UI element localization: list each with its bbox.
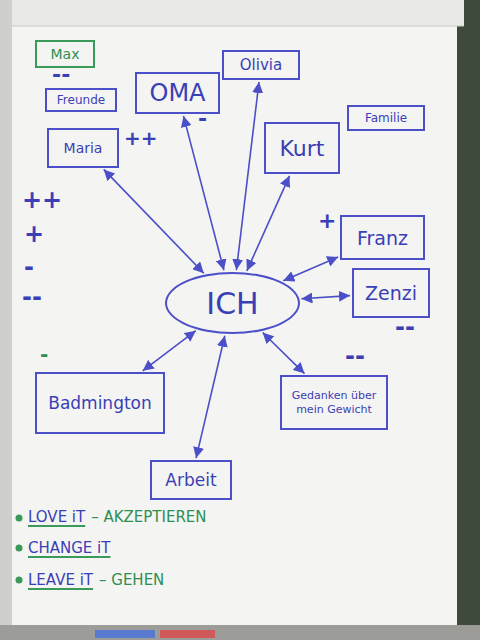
- sheet-edge: [12, 26, 464, 27]
- node-text: Arbeit: [165, 470, 216, 490]
- marker: [160, 630, 215, 638]
- connector-arrow: [184, 116, 224, 270]
- mindmap-box: Badmington: [35, 372, 165, 434]
- node-text: Gedanken über mein Gewicht: [289, 389, 379, 417]
- rating-mark: --: [22, 285, 42, 309]
- connector-arrow: [196, 336, 225, 458]
- node-text: Franz: [357, 227, 408, 249]
- node-text: Zenzi: [365, 282, 417, 304]
- rating-mark: --: [395, 315, 415, 339]
- connector-arrow: [247, 176, 290, 271]
- motto-text: CHANGE iT: [28, 539, 110, 557]
- folded-sheets: [12, 0, 464, 26]
- bullet-dot: [16, 545, 23, 552]
- connector-arrow: [143, 331, 196, 371]
- node-text: Familie: [365, 111, 407, 125]
- node-text: Freunde: [57, 93, 105, 107]
- text-row: LOVE iT – AKZEPTIEREN: [28, 508, 207, 526]
- motto-text: – AKZEPTIEREN: [91, 508, 206, 526]
- motto-text: – GEHEN: [99, 571, 164, 589]
- node-text: Maria: [64, 140, 103, 156]
- connector-arrow: [263, 333, 305, 374]
- mindmap-box: Kurt: [264, 122, 340, 174]
- rating-mark: +: [318, 210, 336, 232]
- connector-arrow: [236, 82, 259, 270]
- node-text: OMA: [149, 79, 205, 107]
- easel-tray: [0, 625, 480, 640]
- node-text: Max: [51, 46, 80, 62]
- paper-sheet: [12, 0, 457, 625]
- motto-text: LEAVE iT: [28, 571, 93, 589]
- bullet-dot: [16, 577, 23, 584]
- center-ellipse: ICH: [165, 272, 300, 334]
- mindmap-box: Freunde: [45, 88, 117, 112]
- text-row: CHANGE iT: [28, 539, 110, 557]
- mindmap-box: Franz: [340, 215, 425, 260]
- text-row: LEAVE iT – GEHEN: [28, 571, 164, 589]
- mindmap-box: Gedanken über mein Gewicht: [280, 375, 388, 430]
- rating-mark: --: [345, 344, 365, 368]
- rating-mark: --: [52, 64, 70, 86]
- mindmap-box: Olivia: [222, 50, 300, 80]
- mindmap-box: Familie: [347, 105, 425, 131]
- node-text: Olivia: [240, 56, 282, 74]
- rating-mark: -: [24, 255, 34, 279]
- rating-mark: ++: [22, 188, 62, 212]
- node-text: Kurt: [280, 136, 325, 161]
- marker: [95, 630, 155, 638]
- rating-mark: -: [198, 108, 207, 130]
- bullet-dot: [16, 515, 23, 522]
- rating-mark: -: [40, 344, 48, 364]
- node-text: Badmington: [48, 393, 152, 413]
- node-text: ICH: [206, 286, 258, 321]
- rating-mark: +: [24, 222, 44, 246]
- connector-arrow: [283, 257, 338, 281]
- connector-arrow: [301, 296, 350, 299]
- mindmap-box: Arbeit: [150, 460, 232, 500]
- mindmap-box: Maria: [47, 128, 119, 168]
- mindmap-box: Zenzi: [352, 268, 430, 318]
- motto-text: LOVE iT: [28, 508, 85, 526]
- mindmap-box: OMA: [135, 72, 220, 114]
- plant-shadow: [455, 0, 480, 640]
- connector-arrow: [104, 169, 204, 273]
- rating-mark: ++: [124, 128, 158, 148]
